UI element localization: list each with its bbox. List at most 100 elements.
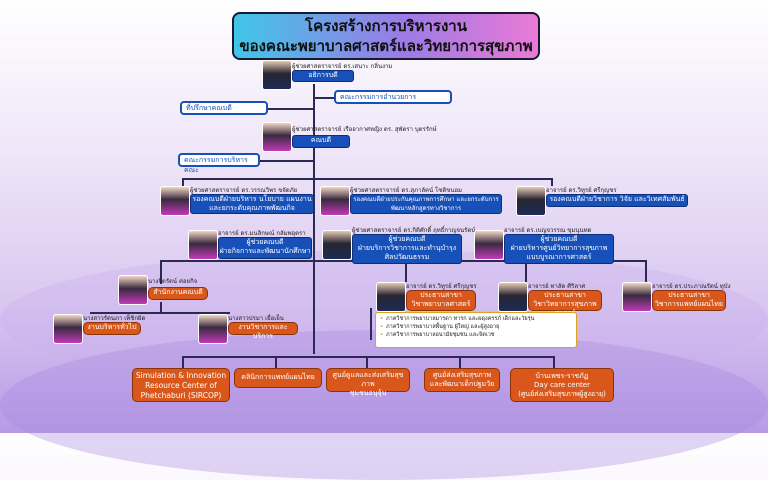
unit-box: ศูนย์ส่งเสริมสุขภาพ และพัฒนาเด็กปฐมวัย — [424, 368, 500, 392]
avatar — [376, 282, 406, 312]
avatar — [262, 60, 292, 90]
connector-line — [459, 356, 461, 368]
unit-line: Phetchaburi (SIRCOP) — [140, 391, 222, 400]
connector-line — [370, 308, 372, 340]
president-name: ผู้ช่วยศาสตราจารย์ ดร.เสนาะ กลิ่นงาม — [292, 63, 393, 70]
program-chair-name: อาจารย์ ดร.ประภาณรัตน์ ทุบัง — [652, 283, 731, 290]
asst-dean-role-line: ฝ่ายบริการวิชาการและทำนุบำรุง ศิลปวัฒนธร… — [357, 244, 457, 261]
connector-line — [313, 84, 315, 354]
page-title: โครงสร้างการบริหารงาน ของคณะพยาบาลศาสตร์… — [232, 12, 540, 60]
vice-dean-role: รองคณบดีฝ่ายประกันคุณภาพการศึกษา และยกระ… — [350, 194, 502, 214]
program-chair-role: ประธานสาขา วิชาพยาบาลศาสตร์ — [406, 290, 476, 311]
university-committee: คณะกรรมการอำนวยการ — [334, 90, 452, 104]
program-chair-role-line: วิชาพยาบาลศาสตร์ — [411, 300, 471, 308]
unit-line: และพัฒนาเด็กปฐมวัย — [429, 380, 495, 388]
unit-box: Simulation & Innovation Resource Center … — [132, 368, 230, 402]
asst-dean-role-line: ผู้ช่วยคณบดี — [246, 238, 284, 246]
avatar — [160, 186, 190, 216]
nursing-department-item: ภาควิชาการพยาบาลมารดา ทารก และผดุงครรภ์ … — [376, 315, 576, 323]
program-chair-name: อาจารย์ ทาลัด ศิริลาศ — [528, 283, 586, 290]
unit-line: Resource Center of — [145, 381, 217, 390]
connector-line — [551, 178, 553, 186]
avatar — [622, 282, 652, 312]
program-chair-name: อาจารย์ ดร.วิทูรย์ ศรีกุญชร — [406, 283, 477, 290]
avatar — [498, 282, 528, 312]
nursing-departments-list: ภาควิชาการพยาบาลมารดา ทารก และผดุงครรภ์ … — [375, 312, 577, 348]
unit-line: บ้านเพชร-ราชภัฏ — [535, 372, 589, 380]
asst-dean-role: ผู้ช่วยคณบดี ฝ่ายกิจการและพัฒนานักศึกษา — [218, 237, 312, 259]
connector-line — [160, 260, 162, 284]
office-staff-role: งานวิชาการและบริการ — [228, 322, 298, 340]
connector-line — [315, 97, 335, 99]
connector-line — [645, 260, 647, 282]
unit-line: ศูนย์ส่งเสริมสุขภาพ — [432, 371, 492, 379]
connector-line — [90, 312, 230, 314]
program-chair-role-line: ประธานสาขา — [544, 291, 586, 299]
avatar — [53, 314, 83, 344]
office-head-role: สำนักงานคณบดี — [148, 287, 208, 300]
program-chair-role: ประธานสาขา วิชาการแพทย์แผนไทย — [652, 290, 726, 311]
asst-dean-role-line: ผู้ช่วยคณบดี — [388, 235, 426, 243]
connector-line — [525, 260, 527, 282]
faculty-committee: คณะกรรมการบริหารคณะ — [178, 153, 260, 174]
avatar — [474, 230, 504, 260]
connector-line — [405, 260, 407, 282]
vice-dean-name: ผู้ช่วยศาสตราจารย์ ดร.วรรณวิพร ขจัดภัย — [190, 187, 298, 194]
unit-box: บ้านเพชร-ราชภัฏ Day care center (ศูนย์ส่… — [510, 368, 614, 402]
unit-line: ชุมชนอนุจุ้น — [349, 389, 387, 397]
program-chair-role-line: วิชาการแพทย์แผนไทย — [654, 300, 724, 308]
nursing-department-item: ภาควิชาการพยาบาลอนามัยชุมชน และจิตเวช — [376, 331, 576, 339]
program-chair-role-line: ประธานสาขา — [420, 291, 462, 299]
avatar — [516, 186, 546, 216]
office-head-name: นางจิตรัตน์ ค่อยกิจ — [148, 278, 198, 285]
title-line-2: ของคณะพยาบาลศาสตร์และวิทยาการสุขภาพ — [239, 37, 533, 55]
connector-line — [275, 356, 277, 368]
connector-line — [366, 356, 368, 368]
unit-line: (ศูนย์ส่งเสริมสุขภาพผู้สูงอายุ) — [518, 390, 606, 398]
nursing-department-item: ภาควิชาการพยาบาลพื้นฐาน ผู้ใหญ่ และผู้สู… — [376, 323, 576, 331]
unit-line: Simulation & Innovation — [135, 371, 227, 380]
asst-dean-name: ผู้ช่วยศาสตราจารย์ ดร.กิติศักดิ์ ฤทธิ์กา… — [352, 227, 476, 234]
vice-dean-name: อาจารย์ ดร.วิทูรย์ ศรีกุญชร — [546, 187, 617, 194]
unit-line: Day care center — [534, 381, 590, 389]
asst-dean-role-line: ผู้ช่วยคณบดี — [540, 235, 578, 243]
avatar — [198, 314, 228, 344]
dean-advisor: ที่ปรึกษาคณบดี — [180, 101, 268, 115]
connector-line — [553, 356, 555, 368]
asst-dean-role: ผู้ช่วยคณบดี ฝ่ายบริหารศูนย์วิทยาการสุขภ… — [504, 234, 614, 264]
program-chair-role: ประธานสาขา วิชาวิทยาการสุขภาพศาสตร์ — [528, 290, 602, 317]
avatar — [118, 275, 148, 305]
connector-line — [182, 178, 184, 186]
vice-dean-role: รองคณบดีฝ่ายบริหาร นโยบาย แผนงาน และยกระ… — [190, 194, 314, 214]
connector-line — [268, 108, 313, 110]
asst-dean-role-line: ฝ่ายกิจการและพัฒนานักศึกษา — [219, 247, 311, 255]
unit-line: คลินิกการแพทย์แผนไทย — [241, 373, 315, 381]
vice-dean-role: รองคณบดีฝ่ายวิชาการ วิจัย และวิเทศสัมพัน… — [546, 194, 688, 207]
dean-role: คณบดี — [292, 135, 350, 148]
avatar — [262, 122, 292, 152]
asst-dean-name: อาจารย์ ดร.มนลิกษณ์ กลัมพอุตรา — [218, 230, 306, 237]
title-line-1: โครงสร้างการบริหารงาน — [305, 17, 467, 35]
office-staff-name: นางสาวปรมา เยื่อเย็น — [228, 315, 284, 322]
dean-name: ผู้ช่วยศาสตราจารย์ เรืออากาศหญิง ดร. สุพ… — [292, 126, 437, 133]
unit-box: ศูนย์ดูแลและส่งเสริมสุขภาพ ชุมชนอนุจุ้น — [326, 368, 410, 397]
background-wave — [0, 330, 768, 480]
program-chair-role-line: ประธานสาขา — [668, 291, 710, 299]
avatar — [188, 230, 218, 260]
asst-dean-role: ผู้ช่วยคณบดี ฝ่ายบริการวิชาการและทำนุบำร… — [352, 234, 462, 264]
vice-dean-name: ผู้ช่วยศาสตราจารย์ ดร.สุภาลัคน์ โชติขนอม — [350, 187, 462, 194]
connector-line — [182, 356, 554, 358]
asst-dean-name: อาจารย์ ดร.เบญจวรรณ ขุมนุนทด — [504, 227, 592, 234]
connector-line — [182, 356, 184, 368]
office-staff-role: งานบริหารทั่วไป — [83, 322, 141, 335]
president-role: อธิการบดี — [292, 70, 354, 82]
asst-dean-role-line: ฝ่ายบริหารศูนย์วิทยาการสุขภาพ แบบบูรณากา… — [510, 244, 608, 261]
unit-line: ศูนย์ดูแลและส่งเสริมสุขภาพ — [332, 371, 404, 388]
connector-line — [182, 178, 552, 180]
avatar — [322, 230, 352, 260]
connector-line — [260, 160, 313, 162]
office-staff-name: นางสาวรัตนภา เพ็ชิกผิด — [83, 315, 146, 322]
connector-line — [160, 302, 162, 314]
unit-box: คลินิกการแพทย์แผนไทย — [234, 368, 322, 388]
avatar — [320, 186, 350, 216]
